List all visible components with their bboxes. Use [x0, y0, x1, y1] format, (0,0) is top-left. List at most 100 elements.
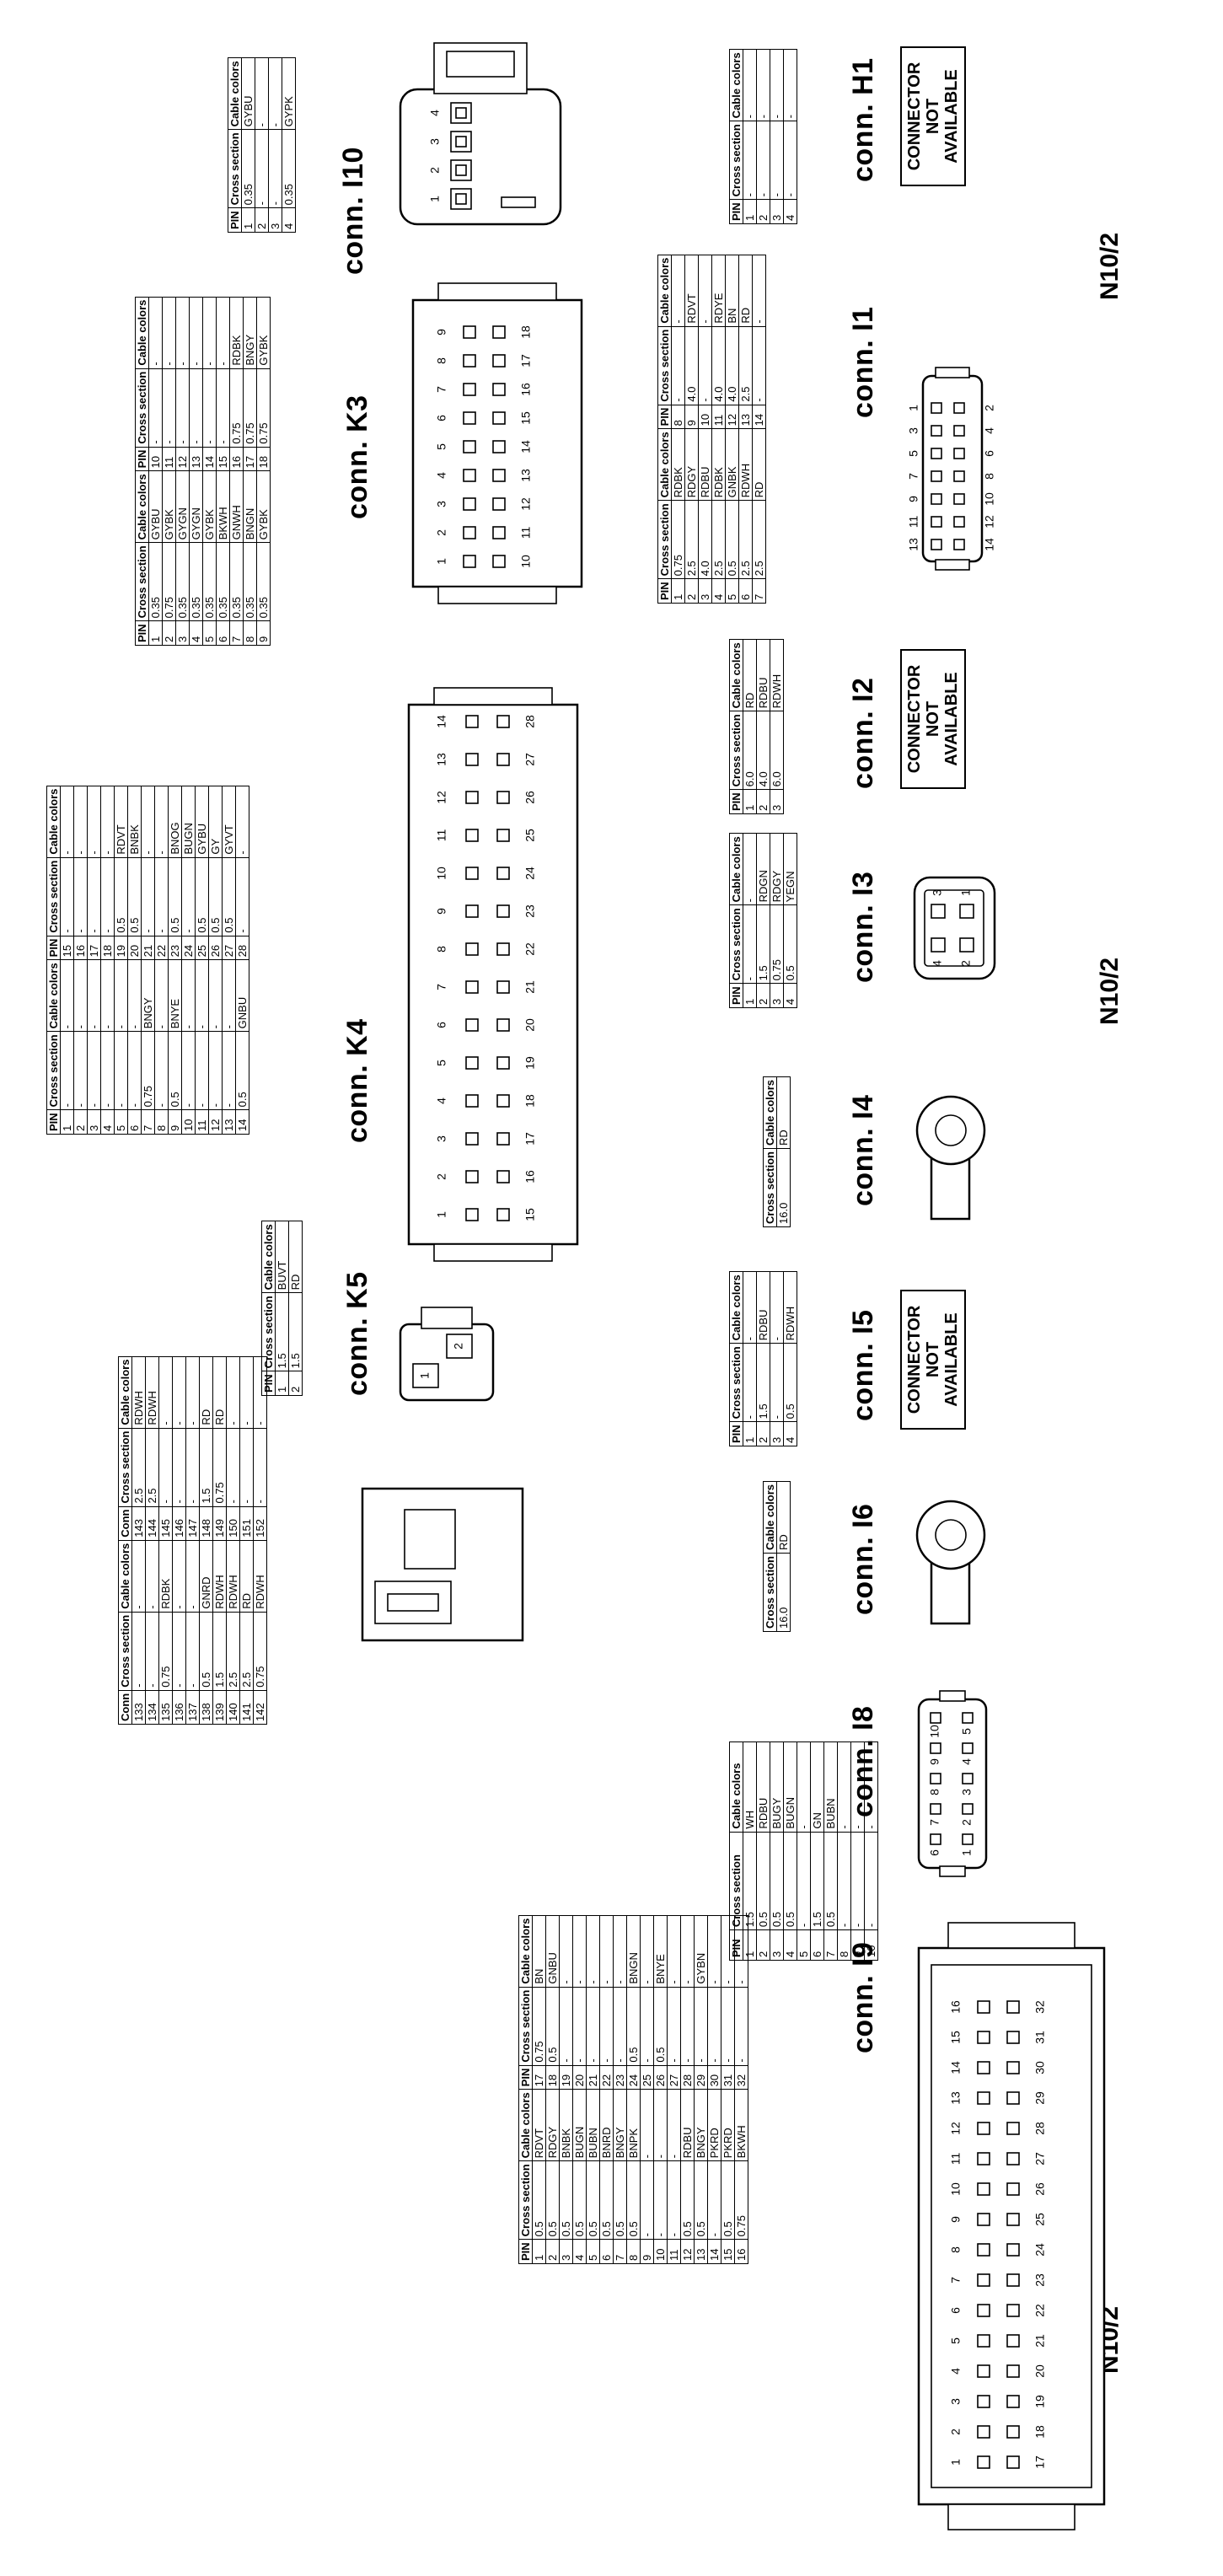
- terminal-hole: [935, 1114, 967, 1146]
- pin-label: 15: [523, 1208, 537, 1221]
- pin-cavity: [977, 2000, 990, 2014]
- table-cell: 4.0: [698, 500, 712, 579]
- table-cell: 4: [189, 620, 203, 646]
- table-cell: -: [239, 1428, 254, 1507]
- table-cell: 3: [770, 1929, 784, 1961]
- table-cell: BNBK: [559, 2089, 573, 2161]
- table-cell: -: [162, 297, 176, 369]
- pin-cavity: [492, 555, 506, 568]
- pin-label: 26: [1033, 2182, 1047, 2196]
- table-cell: 22: [599, 2065, 614, 2090]
- table-cell: 26: [208, 936, 223, 960]
- column-header: Cable colors: [46, 786, 61, 858]
- table-cell: 16: [229, 447, 244, 471]
- pin-label: 3: [907, 427, 920, 434]
- table-cell: -: [770, 121, 784, 200]
- table-cell: -: [253, 1356, 267, 1429]
- table-cell: -: [667, 1987, 681, 2066]
- table-cell: RDWH: [783, 1271, 797, 1344]
- pin-cavity: [953, 493, 965, 505]
- table-cell: 9: [640, 2239, 654, 2264]
- pin-label: 31: [1033, 2031, 1047, 2044]
- pin-cavity: [953, 425, 965, 437]
- column-header: PIN: [729, 983, 743, 1008]
- column-header: Cross section: [135, 368, 149, 448]
- pin-cavity: [465, 980, 479, 994]
- table-cell: BNPK: [626, 2089, 641, 2161]
- table-cell: -: [698, 326, 712, 405]
- table-cell: -: [175, 297, 190, 369]
- pin-cavity: [977, 2425, 990, 2439]
- column-header: Cable colors: [763, 1481, 777, 1554]
- table-cell: 0.75: [229, 368, 244, 448]
- table-cell: 0.5: [545, 1987, 560, 2066]
- pin-label: 16: [519, 383, 533, 396]
- pin-cavity: [1006, 2152, 1020, 2165]
- table-cell: -: [707, 1987, 721, 2066]
- pin-cavity: [977, 2152, 990, 2165]
- conn-k6-connector-drawing: [361, 1487, 524, 1642]
- table-cell: 0.5: [694, 2160, 708, 2240]
- table-row: 3--: [770, 49, 784, 224]
- latch: [433, 687, 553, 706]
- pin-cavity: [977, 2031, 990, 2044]
- pin-cavity: [492, 440, 506, 453]
- pin-label: 5: [435, 443, 448, 450]
- table-cell: 0.5: [613, 2160, 627, 2240]
- table-cell: 0.5: [168, 1031, 182, 1110]
- cable-boot-inner: [446, 51, 515, 78]
- table-cell: -: [721, 1915, 735, 1988]
- table-cell: 1: [743, 199, 757, 224]
- table-cell: 1.5: [275, 1292, 289, 1371]
- table-cell: PKRD: [707, 2089, 721, 2161]
- table-cell: -: [185, 1540, 200, 1613]
- table-cell: 26: [653, 2065, 668, 2090]
- table-cell: -: [172, 1540, 186, 1613]
- column-header: Cable colors: [135, 470, 149, 543]
- column-header: PIN: [135, 620, 149, 646]
- table-cell: -: [87, 857, 101, 936]
- table-cell: -: [73, 1031, 88, 1110]
- pin-cavity: [977, 2091, 990, 2105]
- table-cell: 19: [114, 936, 128, 960]
- table-cell: 4: [711, 578, 726, 604]
- table-cell: 19: [559, 2065, 573, 2090]
- pin-label: 12: [519, 497, 533, 511]
- pin-label: 2: [983, 405, 996, 411]
- table-row: 5--: [797, 1741, 811, 1961]
- table-cell: -: [114, 1031, 128, 1110]
- pin-label: 3: [960, 1789, 974, 1795]
- table-cell: -: [185, 1428, 200, 1507]
- table-cell: -: [783, 121, 797, 200]
- table-cell: GYGN: [175, 470, 190, 543]
- terminal-hole: [935, 1519, 967, 1551]
- table-cell: 2: [73, 1109, 88, 1135]
- table-cell: 13: [738, 405, 753, 429]
- table-cell: 2.5: [239, 1612, 254, 1691]
- column-header: PIN: [135, 447, 149, 471]
- table-cell: RD: [738, 255, 753, 327]
- table-cell: 6: [810, 1929, 824, 1961]
- column-header: Cross section: [729, 121, 743, 200]
- pin-cavity: [962, 1773, 974, 1784]
- column-header: Cable colors: [729, 1741, 743, 1833]
- table-cell: 0.5: [653, 1987, 668, 2066]
- column-header: PIN: [228, 207, 242, 233]
- pin-cavity: [496, 1094, 510, 1108]
- pin-cavity: [962, 1712, 974, 1724]
- pin-cavity: [1006, 2243, 1020, 2257]
- table-cell: GYBU: [241, 57, 255, 130]
- table-cell: 20: [572, 2065, 587, 2090]
- conn-i4-title: conn. I4: [847, 1094, 879, 1206]
